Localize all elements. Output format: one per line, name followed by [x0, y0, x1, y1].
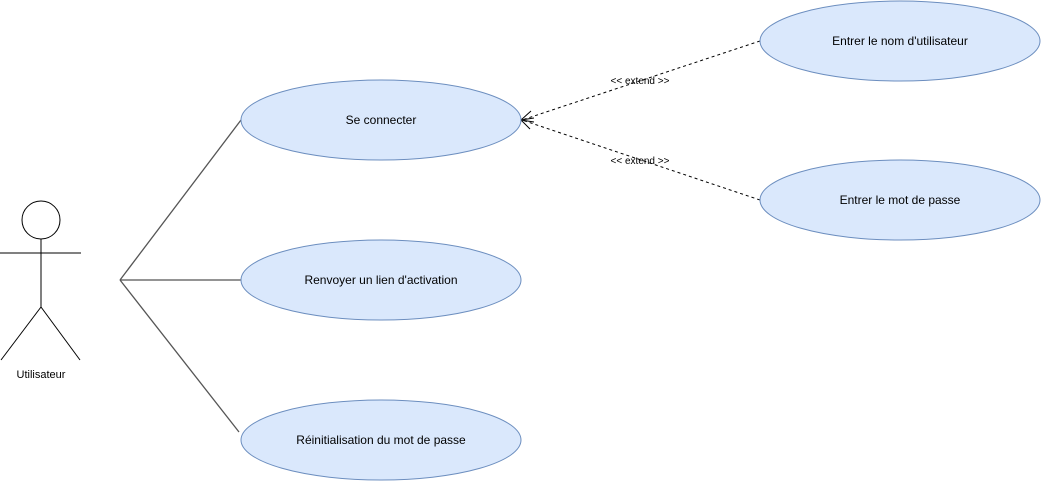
use-case-resend-activation: Renvoyer un lien d'activation [240, 239, 522, 321]
associations [119, 119, 242, 433]
use-case-label: Entrer le mot de passe [840, 193, 961, 207]
use-case-label: Réinitialisation du mot de passe [296, 433, 466, 447]
use-case-label: Se connecter [346, 113, 417, 127]
use-case-enter-username: Entrer le nom d'utilisateur [759, 0, 1041, 82]
stick-figure-icon [0, 200, 81, 361]
association-login [119, 119, 242, 281]
use-case-label: Entrer le nom d'utilisateur [832, 34, 968, 48]
use-case-reset-password: Réinitialisation du mot de passe [240, 399, 522, 481]
extend-relations: << extend >> << extend >> [519, 40, 761, 201]
actor-label: Utilisateur [17, 369, 66, 381]
actor-utilisateur: Utilisateur [0, 200, 81, 381]
extend-label-password: << extend >> [611, 156, 670, 167]
association-reset [119, 279, 240, 433]
use-case-enter-password: Entrer le mot de passe [759, 159, 1041, 241]
extend-label-username: << extend >> [611, 76, 670, 87]
use-case-label: Renvoyer un lien d'activation [304, 273, 457, 287]
use-case-login: Se connecter [240, 79, 522, 161]
